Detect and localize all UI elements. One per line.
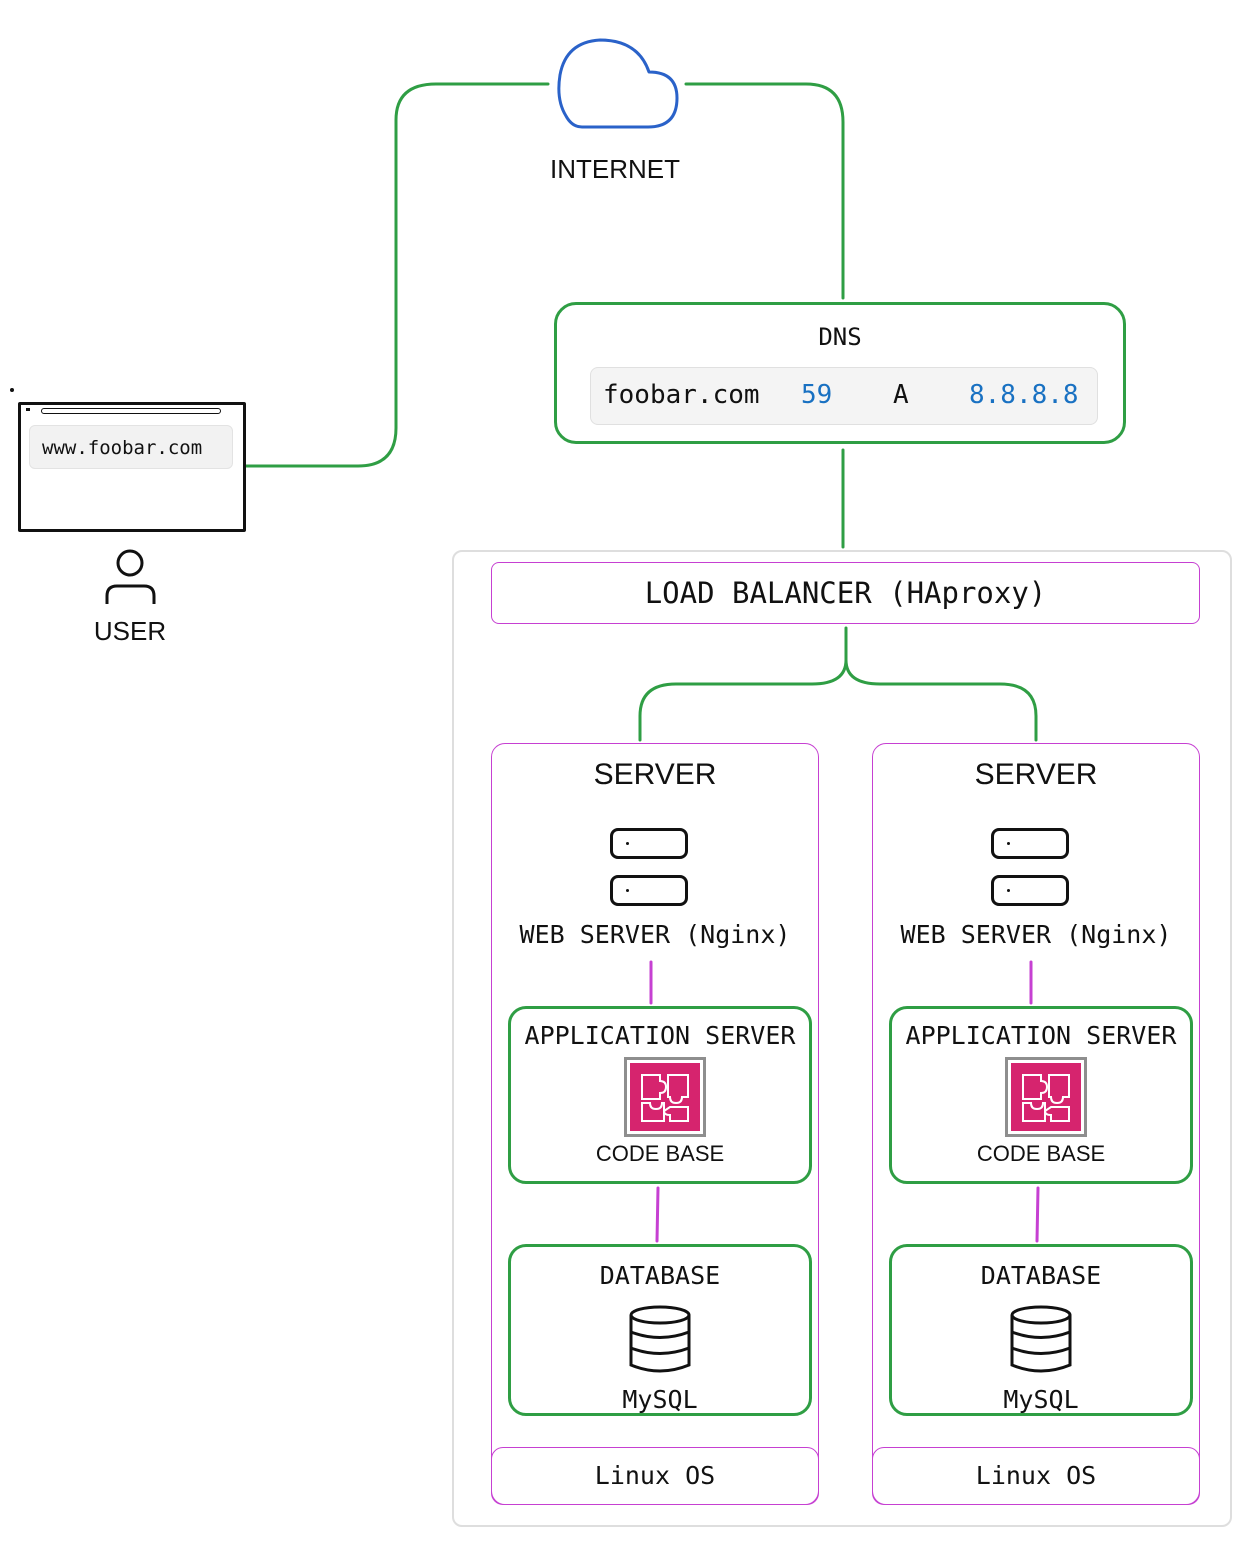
linux-os: Linux OS bbox=[491, 1447, 819, 1505]
dns-record-type: A bbox=[893, 380, 909, 410]
puzzle-icon bbox=[624, 1057, 706, 1137]
app-server-label: APPLICATION SERVER bbox=[905, 1021, 1177, 1050]
server-rack-icon bbox=[991, 875, 1069, 906]
dns-box: DNS foobar.com 59 A 8.8.8.8 bbox=[554, 302, 1126, 444]
mysql-label: MySQL bbox=[622, 1385, 698, 1414]
user-to-internet-line bbox=[242, 82, 550, 468]
server-rack-icon bbox=[991, 828, 1069, 859]
internet-to-dns-line bbox=[684, 82, 845, 300]
code-base-label: CODE BASE bbox=[976, 1141, 1106, 1166]
linux-os: Linux OS bbox=[872, 1447, 1200, 1505]
app-to-db-line bbox=[655, 1186, 660, 1243]
lb-split-line bbox=[638, 626, 848, 742]
puzzle-icon bbox=[1005, 1057, 1087, 1137]
app-server-label: APPLICATION SERVER bbox=[524, 1021, 796, 1050]
browser-back-icon bbox=[26, 408, 30, 411]
browser-address-bar[interactable]: www.foobar.com bbox=[29, 425, 233, 469]
browser-window: www.foobar.com bbox=[18, 402, 246, 532]
dns-ip: 8.8.8.8 bbox=[969, 380, 1079, 410]
server-rack-icon bbox=[610, 875, 688, 906]
dns-record: foobar.com 59 A 8.8.8.8 bbox=[590, 367, 1098, 425]
application-server: APPLICATION SERVER CODE BASE bbox=[889, 1006, 1193, 1184]
browser-tab-bar bbox=[41, 408, 221, 414]
server-title: SERVER bbox=[974, 758, 1098, 791]
application-server: APPLICATION SERVER CODE BASE bbox=[508, 1006, 812, 1184]
database: DATABASE MySQL bbox=[508, 1244, 812, 1416]
database-label: DATABASE bbox=[599, 1261, 721, 1290]
dns-title: DNS bbox=[818, 323, 862, 351]
dns-ttl: 59 bbox=[801, 380, 833, 410]
code-base-label: CODE BASE bbox=[595, 1141, 725, 1166]
database-icon bbox=[1010, 1305, 1072, 1373]
dns-domain: foobar.com bbox=[603, 380, 760, 410]
mysql-label: MySQL bbox=[1003, 1385, 1079, 1414]
server-cluster bbox=[452, 550, 1232, 1527]
server-title: SERVER bbox=[593, 758, 717, 791]
cloud-icon bbox=[557, 38, 679, 129]
web-server-label: WEB SERVER (Nginx) bbox=[519, 920, 791, 949]
server-1: SERVER WEB SERVER (Nginx) APPLICATION SE… bbox=[491, 743, 819, 1505]
database: DATABASE MySQL bbox=[889, 1244, 1193, 1416]
web-server-label: WEB SERVER (Nginx) bbox=[900, 920, 1172, 949]
internet-label: INTERNET bbox=[550, 154, 680, 184]
user-label: USER bbox=[93, 616, 167, 646]
database-label: DATABASE bbox=[980, 1261, 1102, 1290]
database-icon bbox=[629, 1305, 691, 1373]
server-2: SERVER WEB SERVER (Nginx) APPLICATION SE… bbox=[872, 743, 1200, 1505]
load-balancer: LOAD BALANCER (HAproxy) bbox=[491, 562, 1200, 624]
user-icon bbox=[105, 549, 156, 604]
server-rack-icon bbox=[610, 828, 688, 859]
